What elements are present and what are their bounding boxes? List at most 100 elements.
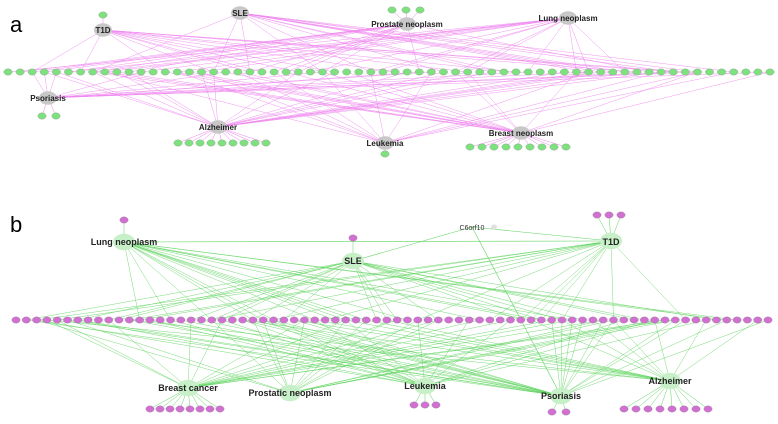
gene-node — [732, 316, 742, 324]
gene-node — [703, 405, 713, 413]
edge — [352, 260, 645, 321]
edge — [252, 319, 562, 397]
edge — [273, 240, 612, 321]
edge — [180, 319, 562, 397]
edge — [455, 17, 569, 73]
gene-node — [233, 68, 243, 76]
edge — [366, 319, 671, 382]
gene-node — [261, 139, 271, 147]
gene-node — [423, 316, 433, 324]
edge — [471, 226, 562, 397]
gene-node — [549, 143, 559, 151]
edge — [108, 260, 354, 321]
gene-node — [197, 316, 206, 324]
disease-hub — [94, 23, 112, 37]
gene-node — [403, 316, 412, 324]
edge — [80, 29, 104, 73]
edge — [32, 29, 104, 73]
edge — [370, 17, 569, 73]
edge — [239, 12, 492, 73]
edge — [352, 226, 473, 262]
gene-node — [197, 68, 206, 76]
gene-node — [560, 68, 569, 76]
gene-nodes — [3, 6, 775, 158]
disease-hub — [231, 6, 249, 20]
edge — [68, 23, 408, 73]
gene-node — [426, 68, 436, 76]
gene-node — [206, 139, 216, 147]
gene-node — [619, 405, 629, 413]
gene-node — [513, 143, 523, 151]
edge — [77, 260, 354, 321]
edge — [68, 17, 569, 73]
gene-node — [176, 316, 186, 324]
gene-node — [557, 316, 567, 324]
gene-node — [401, 6, 411, 14]
edge — [67, 319, 562, 397]
gene-node — [27, 68, 37, 76]
gene-node — [561, 143, 571, 151]
gene-node — [655, 405, 665, 413]
edge — [92, 71, 219, 128]
edge — [104, 71, 386, 144]
gene-node — [279, 316, 289, 324]
edge — [123, 241, 408, 321]
gene-node — [184, 139, 194, 147]
hub-label: Alzheimer — [648, 376, 692, 386]
edge — [237, 71, 386, 144]
edge — [129, 319, 562, 397]
disease-hub — [398, 17, 416, 31]
edge — [352, 260, 521, 321]
gene-node — [390, 68, 400, 76]
hub-label: Prostate neoplasm — [371, 20, 443, 29]
disease-hub — [209, 120, 227, 134]
gene-node — [420, 401, 430, 409]
edge — [237, 71, 522, 134]
edge — [221, 260, 354, 321]
gene-node — [221, 68, 231, 76]
edge — [225, 71, 522, 134]
edge — [118, 260, 354, 321]
gene-node — [609, 316, 618, 324]
edge — [44, 71, 219, 128]
edge — [289, 319, 676, 394]
edge — [560, 319, 604, 397]
edge — [102, 29, 250, 73]
gene-node — [616, 211, 626, 219]
edge — [187, 319, 573, 389]
gene-node — [205, 405, 215, 413]
gene-node — [495, 316, 505, 324]
edge — [46, 319, 189, 389]
edge — [187, 319, 511, 389]
edge — [141, 17, 569, 73]
disease-hub — [113, 233, 135, 251]
edge — [46, 319, 671, 382]
gene-node — [52, 68, 61, 76]
edge — [123, 241, 212, 321]
edge — [165, 71, 522, 134]
edge — [123, 241, 315, 321]
gene-node — [166, 316, 175, 324]
gene-node — [112, 68, 122, 76]
edge — [239, 12, 625, 73]
gene-node — [51, 112, 61, 120]
gene-node — [578, 316, 587, 324]
edge — [489, 240, 612, 321]
hub-label: T1D — [602, 237, 620, 247]
gene-node — [209, 68, 218, 76]
disease-hub — [39, 91, 57, 105]
edge — [217, 71, 335, 128]
edge — [520, 71, 577, 134]
edge — [191, 260, 354, 321]
gene-node — [245, 68, 255, 76]
gene-node — [414, 68, 424, 76]
gene-node — [643, 405, 653, 413]
gene-node — [679, 405, 689, 413]
gene-node — [691, 316, 701, 324]
gene-node — [42, 316, 52, 324]
hub-label: Lung neoplasm — [91, 237, 158, 247]
edge — [560, 319, 769, 397]
edge — [520, 71, 698, 134]
edge — [102, 29, 299, 73]
edge — [610, 240, 686, 321]
